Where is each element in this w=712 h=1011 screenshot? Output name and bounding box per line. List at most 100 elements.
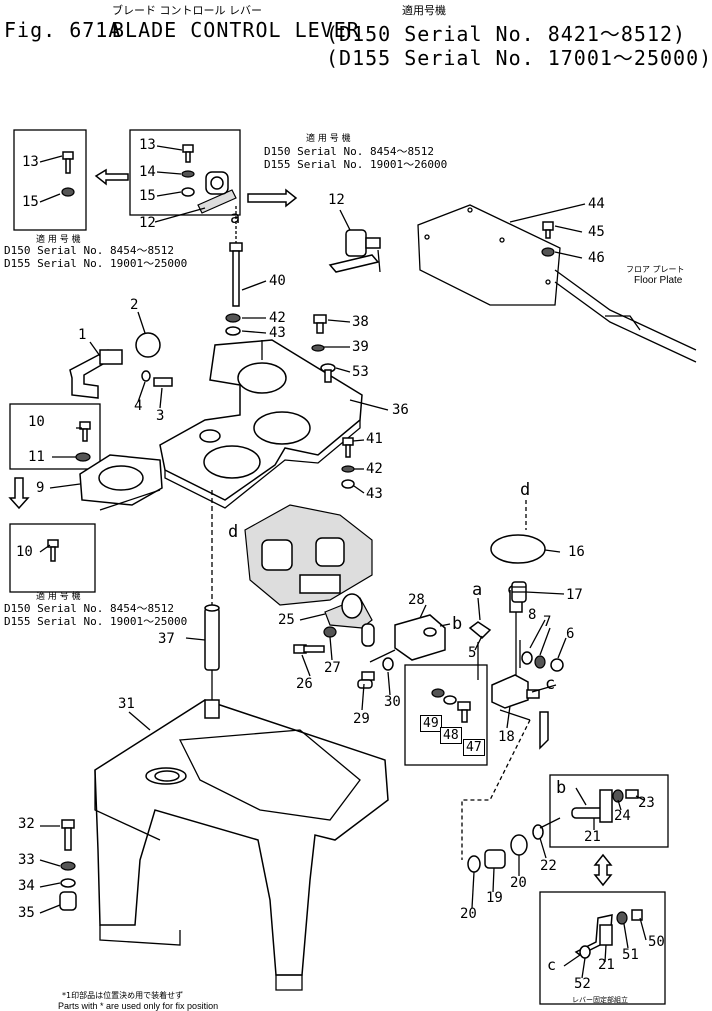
callout-23: 23 xyxy=(638,795,655,811)
callout-4: 4 xyxy=(134,398,143,414)
callout-17: 17 xyxy=(566,587,583,603)
callout-29: 29 xyxy=(353,711,370,727)
callout-5: 5 xyxy=(468,645,477,661)
serial-note-3a: D150 Serial No. 8454～8512 xyxy=(4,602,174,615)
bracket-36-icon xyxy=(159,339,363,509)
floor-plate-label: Floor Plate xyxy=(634,275,683,286)
serial-note-3b: D155 Serial No. 19001～25000 xyxy=(4,615,188,628)
callout-32: 32 xyxy=(18,816,35,832)
callout-44: 44 xyxy=(588,196,605,212)
callout-31: 31 xyxy=(118,696,135,712)
bracket-12-icon xyxy=(197,171,237,214)
applicable-japanese: 適用号機 xyxy=(402,4,446,17)
callout-36: 36 xyxy=(392,402,409,418)
pin-53-icon xyxy=(320,363,336,383)
callout-46: 46 xyxy=(588,250,605,266)
footer-note-english: Parts with * are used only for fix posit… xyxy=(58,1001,219,1011)
serial-note-2b: D155 Serial No. 19001～26000 xyxy=(264,158,448,171)
callout-43a: 43 xyxy=(269,325,286,341)
figure-label: Fig. 671A xyxy=(4,18,122,42)
exploded-parts-diagram xyxy=(8,129,697,1005)
washer-15-icon xyxy=(61,187,75,197)
title-japanese: ブレード コントロール レバー xyxy=(112,4,262,17)
callout-12b: 12 xyxy=(328,192,345,208)
callout-9: 9 xyxy=(36,480,45,496)
callout-15b: 15 xyxy=(139,188,156,204)
callout-7: 7 xyxy=(543,614,552,630)
inset-box-bracket xyxy=(129,129,241,216)
ref-letter-c-2: c xyxy=(547,956,557,974)
callout-43b: 43 xyxy=(366,486,383,502)
pin-21-icon xyxy=(571,789,613,823)
callout-45: 45 xyxy=(588,224,605,240)
boot-16-icon xyxy=(490,534,546,564)
serial-line-2: (D155 Serial No. 17001～25000) xyxy=(326,46,712,70)
callout-10b: 10 xyxy=(16,544,33,560)
ref-letter-a-2: a xyxy=(472,580,483,600)
callout-18: 18 xyxy=(498,729,515,745)
callout-40: 40 xyxy=(269,273,286,289)
callout-34: 34 xyxy=(18,878,35,894)
applicable-note-3: 適 用 号 機 xyxy=(36,592,81,602)
knob-2-icon xyxy=(135,332,161,358)
callout-50: 50 xyxy=(648,934,665,950)
frame-31-icon xyxy=(94,699,389,991)
callout-48-box: 48 xyxy=(440,724,462,744)
rod-37-icon xyxy=(204,607,220,671)
ref-letter-b-1: b xyxy=(452,614,463,634)
callout-30: 30 xyxy=(384,694,401,710)
inset-box-bolt xyxy=(13,129,87,231)
callout-28: 28 xyxy=(408,592,425,608)
callout-14: 14 xyxy=(139,164,156,180)
footer-note-japanese: *1印部品は位置決め用で装着せず xyxy=(62,991,184,1000)
callout-21b: 21 xyxy=(598,957,615,973)
callout-22: 22 xyxy=(540,858,557,874)
callout-52: 52 xyxy=(574,976,591,992)
cover-9-icon xyxy=(79,454,163,506)
ref-letter-d-2: d xyxy=(520,480,531,500)
callout-16: 16 xyxy=(568,544,585,560)
ref-letter-d-1: d xyxy=(228,522,239,542)
callout-11: 11 xyxy=(28,449,45,465)
bolt-13-icon xyxy=(62,151,74,174)
callout-33: 33 xyxy=(18,852,35,868)
striped-arrow-right-icon xyxy=(247,188,298,208)
callout-25: 25 xyxy=(278,612,295,628)
callout-26: 26 xyxy=(296,676,313,692)
applicable-note-2: 適 用 号 機 xyxy=(306,134,351,144)
lever-18-icon xyxy=(491,674,540,709)
callout-39: 39 xyxy=(352,339,369,355)
callout-51: 51 xyxy=(622,947,639,963)
rod-40-icon xyxy=(229,242,243,307)
floor-plate-icon xyxy=(417,204,697,363)
serial-note-2a: D150 Serial No. 8454～8512 xyxy=(264,145,434,158)
callout-53: 53 xyxy=(352,364,369,380)
callout-13b: 13 xyxy=(139,137,156,153)
ref-letter-b-2: b xyxy=(556,778,567,798)
bracket-inset-icon xyxy=(328,229,381,273)
callout-24: 24 xyxy=(614,808,631,824)
callout-15a: 15 xyxy=(22,194,39,210)
control-valve-icon xyxy=(244,504,373,606)
callout-13a: 13 xyxy=(22,154,39,170)
callout-38: 38 xyxy=(352,314,369,330)
ref-letter-c-1: c xyxy=(545,674,556,694)
callout-12a: 12 xyxy=(139,215,156,231)
lever-lock-caption: レバー固定部組立 xyxy=(572,996,628,1004)
callout-37: 37 xyxy=(158,631,175,647)
callout-1: 1 xyxy=(78,327,87,343)
serial-note-1a: D150 Serial No. 8454～8512 xyxy=(4,244,174,257)
figure-title: BLADE CONTROL LEVER xyxy=(112,18,360,42)
callout-27: 27 xyxy=(324,660,341,676)
callout-35: 35 xyxy=(18,905,35,921)
applicable-note-1: 適 用 号 機 xyxy=(36,235,81,245)
callout-21a: 21 xyxy=(584,829,601,845)
serial-line-1: (D150 Serial No. 8421～8512) xyxy=(326,22,687,46)
callout-20b: 20 xyxy=(460,906,477,922)
callout-10a: 10 xyxy=(28,414,45,430)
callout-41: 41 xyxy=(366,431,383,447)
callout-47-box: 47 xyxy=(463,736,485,756)
serial-note-1b: D155 Serial No. 19001～25000 xyxy=(4,257,188,270)
lever-1-icon xyxy=(69,349,123,399)
down-arrow-icon xyxy=(8,477,30,510)
